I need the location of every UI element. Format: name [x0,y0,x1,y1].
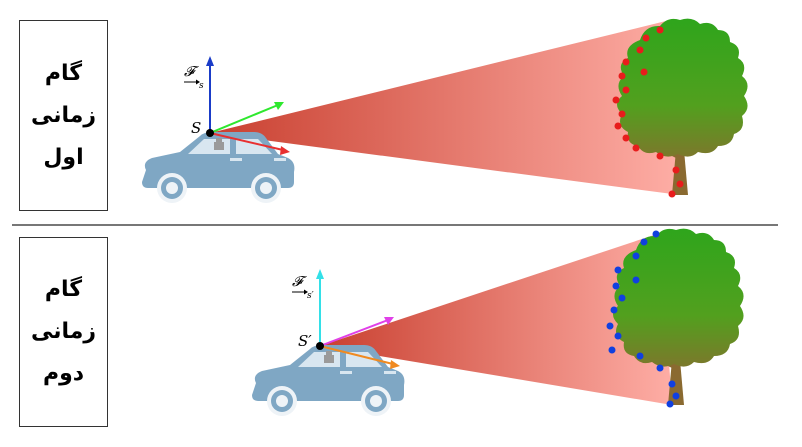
label-line: زمانی [30,319,97,344]
scan-points [606,230,680,408]
frame-arrow-icon [292,289,308,295]
label-line: گام [44,60,83,86]
label-line: دوم [42,361,85,386]
sensor-frame-axes [316,269,400,369]
lidar-beam [210,20,680,195]
time-step-2-label: گام زمانی دوم [19,237,108,427]
frame-label: 𝓕 [184,64,199,80]
car [142,132,295,203]
frame-label: 𝓕 [292,274,307,290]
sensor-frame-axes [206,56,290,155]
frame-subscript: s [199,81,204,91]
sensor-label: S′ [298,332,312,350]
divider [12,224,778,226]
time-step-1-label: گام زمانی اول [19,20,108,211]
lidar-beam [320,233,672,405]
label-line: زمانی [30,102,97,128]
sensor-label: S [191,119,201,137]
step-1-scene: S 𝓕 s [142,18,748,203]
tree [613,228,744,405]
scan-points [612,26,684,198]
frame-subscript: s′ [307,291,314,301]
frame-arrow-icon [184,79,200,85]
label-line: اول [43,144,84,170]
tree [617,18,748,195]
step-2-scene: S′ 𝓕 s′ [252,228,744,416]
label-line: گام [44,277,83,302]
